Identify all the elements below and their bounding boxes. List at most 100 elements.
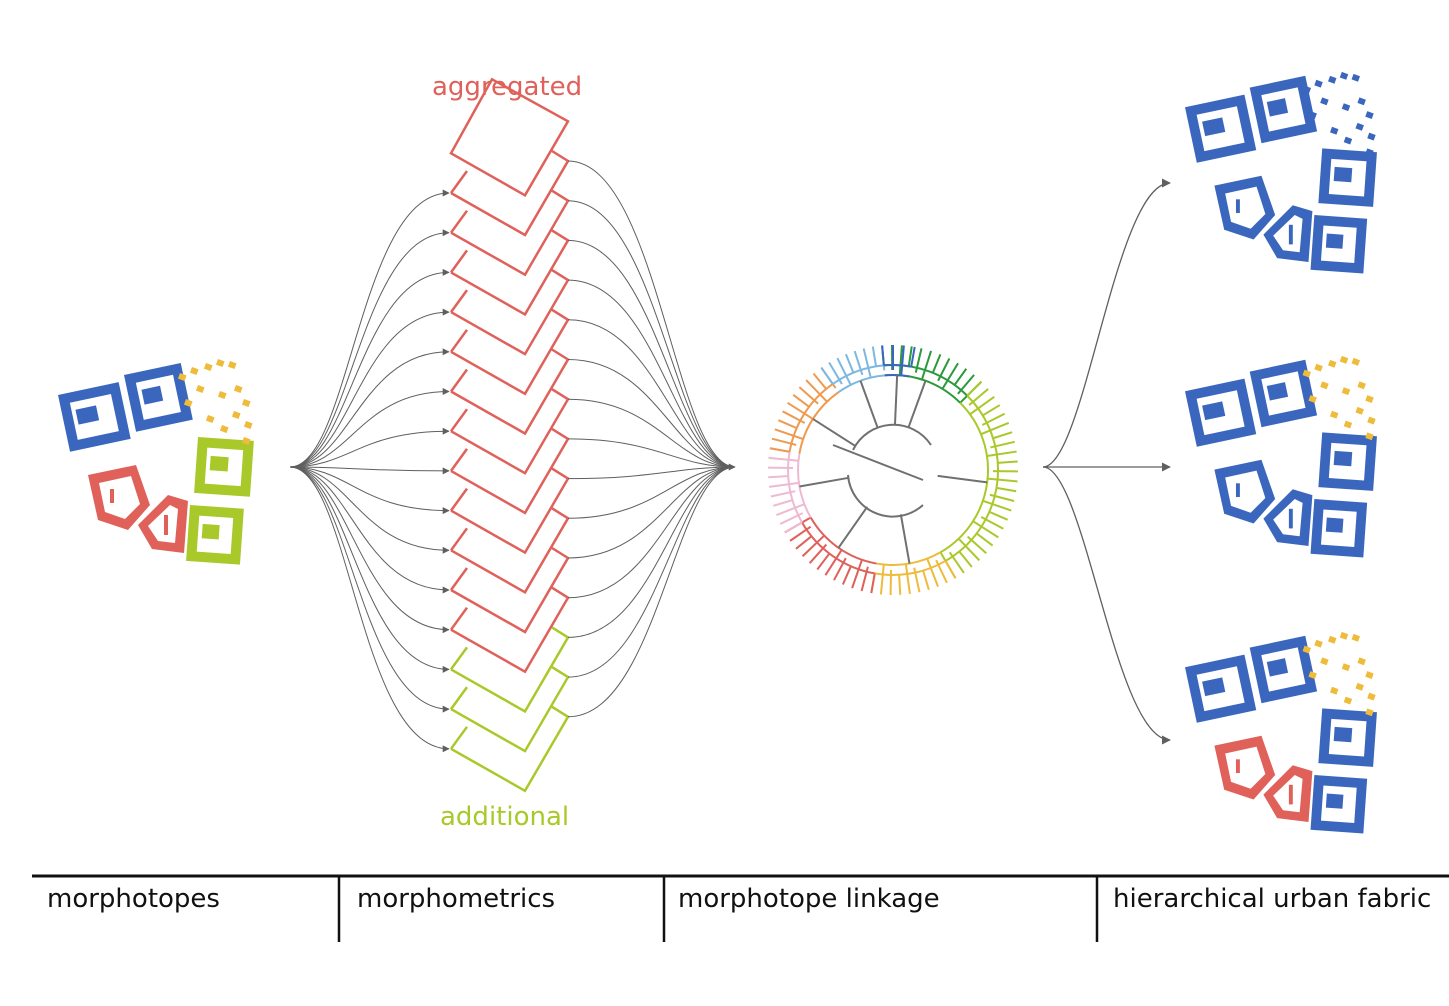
block [138,495,188,553]
linkage-connector [812,418,856,447]
linkage-leaf [900,345,905,376]
fan-in-arrow [289,308,450,468]
linkage-leaf [824,549,843,576]
aggregated-label: aggregated [432,72,583,102]
fan-out-arrow [567,438,736,471]
fan-out-arrow [567,466,736,678]
block-courtyard [1225,746,1266,789]
block-courtyard [99,476,140,519]
linkage-arc [883,364,912,368]
small-building [1365,111,1374,119]
small-building [1339,631,1349,640]
fan-in-arrow [289,189,450,468]
linkage-leaf [768,456,799,462]
small-building [1351,73,1361,82]
block [1185,654,1257,723]
small-building [1357,381,1366,390]
linkage-leaf [987,477,1018,483]
linkage-leaf [910,346,916,367]
small-building [195,385,205,394]
linkage-leaf [980,421,1010,436]
fan-in-arrow [289,466,450,753]
linkage-leaf [870,573,876,594]
linkage-leaf [966,380,983,397]
linkage-leaf [841,565,852,585]
dendrogram-aggregated [449,586,570,674]
block-inner-building [209,455,229,472]
output-arrows [1042,178,1171,745]
dendrogram-aggregated [449,427,570,515]
small-building [1329,686,1339,695]
block-courtyard [148,505,178,543]
small-building [183,399,193,408]
block-courtyard [1273,499,1303,537]
output-arrow-3 [1042,466,1171,745]
dendrogram-aggregated [449,269,570,356]
fan-out-arrow [567,239,736,468]
linkage-connector [799,476,849,488]
linkage-leaf [922,570,930,591]
linkage-leaf [969,395,995,416]
block-inner-building [1325,517,1344,533]
block-courtyard [1273,775,1303,813]
small-building [1328,359,1337,368]
linkage-leaf [982,499,1012,512]
block [194,437,254,497]
block-inner-building [1288,508,1293,529]
input-morphotopes [58,359,254,565]
fan-in-arrow [289,427,450,468]
fan-in-arrow [289,466,450,673]
linkage-cluster-pink [768,447,812,534]
small-building [1302,645,1312,654]
linkage-leaf [992,431,1013,440]
linkage-leaf [792,393,810,408]
fan-out-arrow [567,466,736,480]
morphotope-cluster [1185,355,1377,558]
linkage-leaf [812,372,827,390]
fan-out-arrow [567,359,736,468]
linkage-leaf [986,450,1017,457]
small-building [1351,357,1361,366]
linkage-arc [787,451,803,523]
fan-out-arrow [567,398,736,468]
linkage-cluster-red [784,516,877,594]
linkage-leaf [770,490,796,498]
block [1249,75,1318,144]
stage-label-hierarchical-urban-fabric: hierarchical urban fabric [1113,884,1432,914]
linkage-leaf [769,447,790,453]
block-inner-building [1333,450,1353,467]
small-building [1341,663,1351,672]
small-building [1320,657,1329,666]
linkage-leaf [820,367,834,385]
linkage-arc [798,391,840,454]
block [1214,175,1276,240]
linkage-connector [893,375,899,426]
fan-out-arrow [567,319,736,468]
linkage-cluster-blue [881,345,916,378]
linkage-leaf [926,558,939,587]
linkage-arc [801,521,875,575]
linkage-arc [788,383,834,452]
linkage-leaf [920,350,933,380]
linkage-leaf [769,481,800,488]
morphometric-dendrograms [449,77,570,793]
linkage-leaf [913,567,921,593]
fan-in-arrow [289,388,450,468]
block [1310,775,1368,834]
small-building [1351,633,1361,642]
block [124,362,193,432]
small-building [1365,432,1374,441]
stage-label-morphotope-linkage: morphotope linkage [678,884,940,914]
linkage-arc [874,560,946,576]
small-building [1355,406,1364,415]
small-building [1343,696,1353,705]
small-building [1314,79,1323,88]
dendrogram-aggregated [449,229,570,317]
block [1310,215,1368,274]
small-building [1308,395,1317,403]
small-building [1341,103,1351,112]
block-courtyard [1273,215,1303,253]
dendrogram-additional [449,705,570,793]
additional-label: additional [440,802,570,832]
small-building [1314,639,1323,648]
